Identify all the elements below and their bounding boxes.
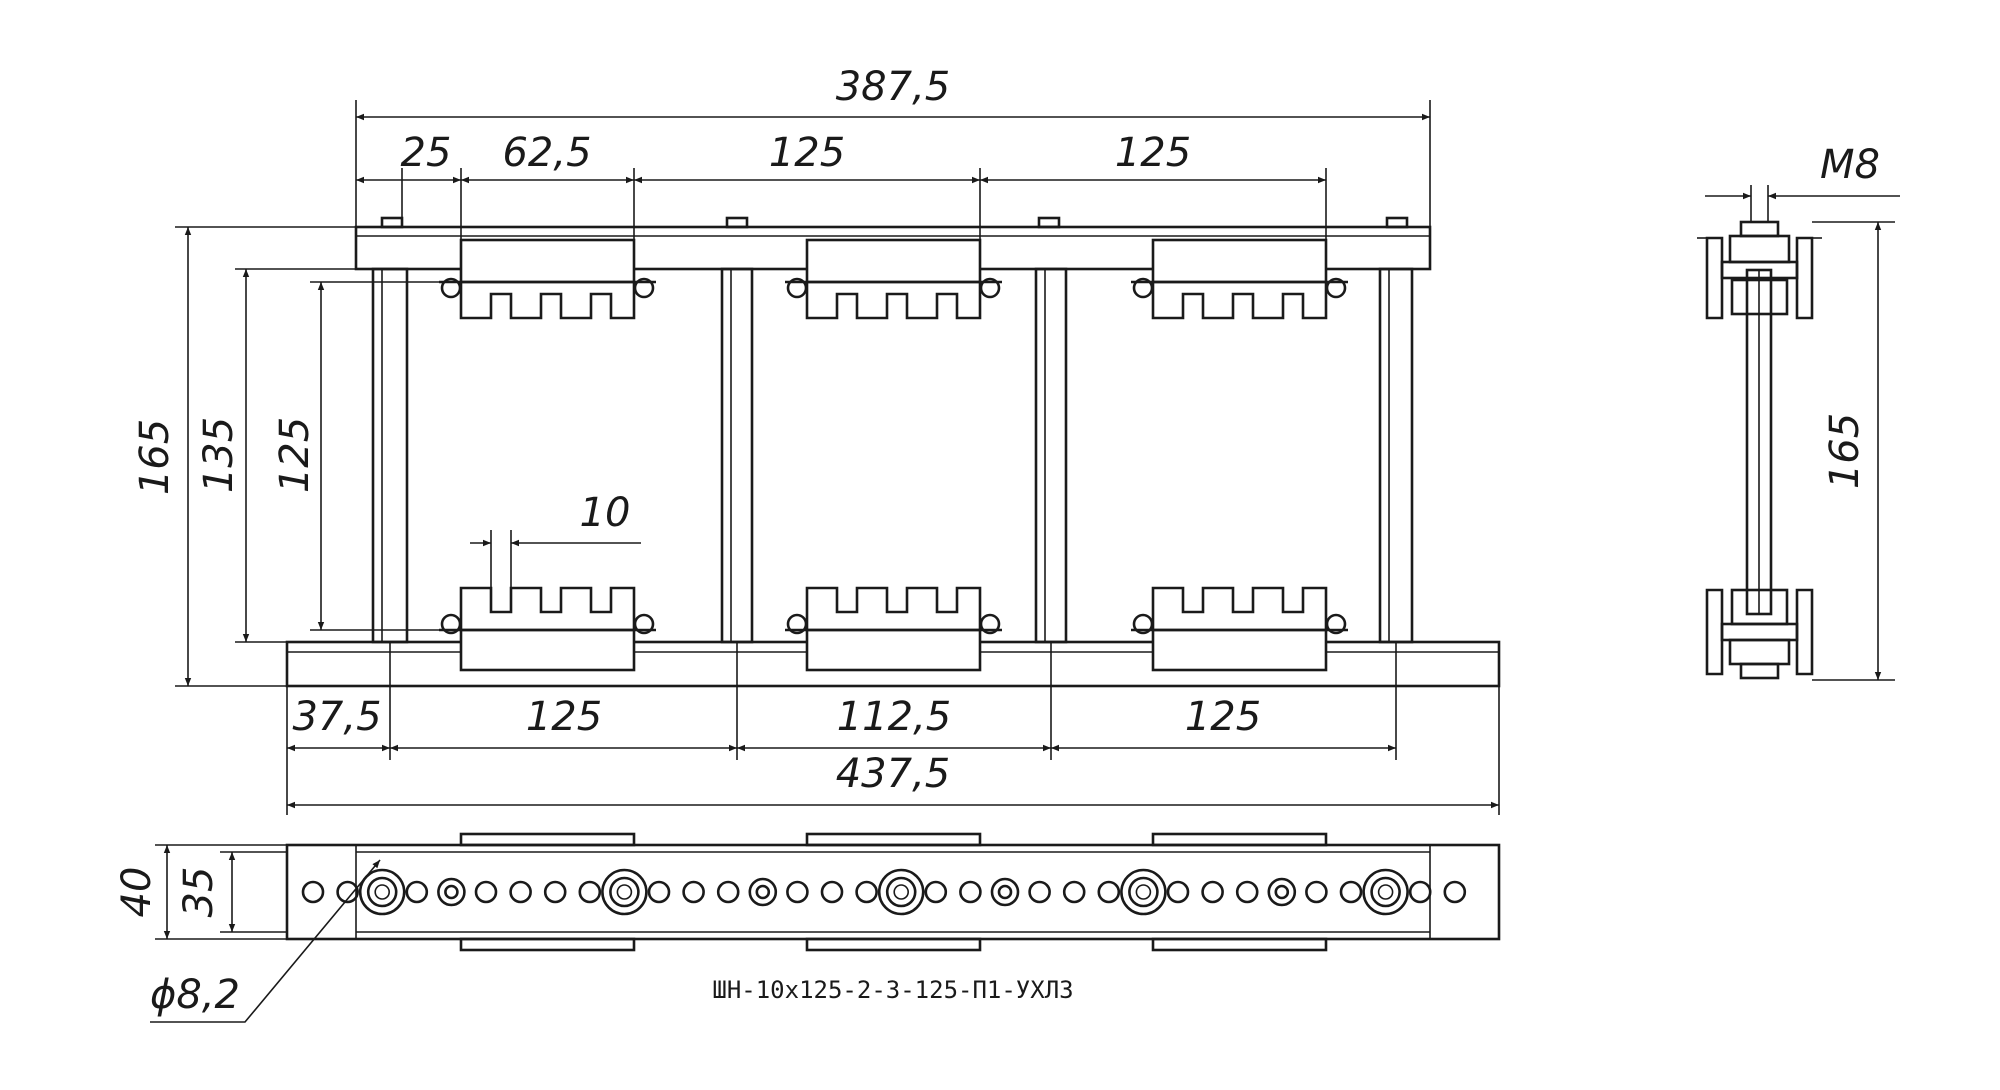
bolt-head xyxy=(1128,876,1159,908)
busbar-hole xyxy=(1267,877,1297,907)
rivet-core xyxy=(755,884,771,900)
bolt-head xyxy=(366,876,398,908)
bolt-core xyxy=(1377,884,1394,900)
side-view: 165 M8 xyxy=(1697,142,1900,681)
dim-37-5: 37,5 xyxy=(292,694,381,740)
busbar-hole xyxy=(1235,880,1259,904)
busbar-hole xyxy=(358,868,406,916)
dim-125-bot-a: 125 xyxy=(526,694,602,740)
dim-hole-diameter: ϕ8,2 xyxy=(150,972,240,1018)
busbar-hole xyxy=(1443,880,1467,904)
front-view: 387,5 25 62,5 125 125 165 135 xyxy=(132,64,1501,815)
busbar-hole xyxy=(543,880,567,904)
busbar-hole xyxy=(990,877,1020,907)
busbar-hole xyxy=(924,880,948,904)
dim-height-135: 135 xyxy=(196,417,242,493)
busbar-hole xyxy=(509,880,532,904)
busbar-hole xyxy=(716,880,740,904)
dim-125-top-a: 125 xyxy=(769,130,845,176)
busbar-hole xyxy=(1339,880,1363,904)
busbar-holes xyxy=(301,868,1467,916)
busbar-hole xyxy=(647,880,671,904)
top-dimensions: 387,5 25 62,5 125 125 xyxy=(355,64,1431,240)
rivet-core xyxy=(1274,884,1290,900)
dim-comb-10: 10 xyxy=(580,490,631,536)
busbar-hole xyxy=(301,880,325,904)
upper-insulators xyxy=(439,238,1348,320)
busbar-hole xyxy=(959,880,982,904)
busbar-hole xyxy=(1097,880,1121,904)
height-dimensions: 165 135 125 xyxy=(132,226,451,687)
busbar-hole xyxy=(1362,868,1409,916)
bolt-core xyxy=(374,884,391,900)
top-bolts xyxy=(380,216,1409,229)
busbar-hole xyxy=(820,880,844,904)
busbar-hole xyxy=(748,877,778,907)
bolt-core xyxy=(616,884,633,900)
dim-plan-40: 40 xyxy=(114,867,160,918)
dim-height-125: 125 xyxy=(272,417,318,493)
busbar-hole xyxy=(601,868,648,916)
plan-view: 40 35 ϕ8,2 xyxy=(114,832,1501,1023)
dim-112-5: 112,5 xyxy=(837,694,952,740)
busbar-hole xyxy=(336,880,359,904)
comb-pitch-dimension: 10 xyxy=(470,490,641,612)
dim-overall-top: 387,5 xyxy=(836,64,951,110)
designation-label: ШН-10х125-2-3-125-П1-УХЛ3 xyxy=(712,976,1073,1004)
dim-thread-m8: M8 xyxy=(1820,142,1880,188)
dim-plan-35: 35 xyxy=(176,867,222,918)
dim-25: 25 xyxy=(401,130,452,176)
bolt-core xyxy=(1135,884,1152,900)
busbar-hole xyxy=(437,877,466,907)
posts xyxy=(371,267,1414,644)
busbar-hole xyxy=(1028,880,1051,904)
busbar-hole xyxy=(1305,880,1328,904)
busbar-plan xyxy=(285,843,1501,941)
dim-height-165: 165 xyxy=(132,419,178,495)
busbar-hole xyxy=(1062,880,1086,904)
dim-125-top-b: 125 xyxy=(1115,130,1191,176)
busbar-hole xyxy=(786,880,809,904)
bolt-core xyxy=(893,884,910,900)
dim-125-bot-b: 125 xyxy=(1185,694,1261,740)
bolt-head xyxy=(609,876,640,908)
rivet-core xyxy=(444,884,459,900)
dim-side-height-165: 165 xyxy=(1822,413,1868,489)
busbar-hole xyxy=(578,880,602,904)
bolt-head xyxy=(1370,876,1401,908)
busbar-hole xyxy=(474,880,498,904)
busbar-hole xyxy=(877,868,925,916)
busbar-hole xyxy=(1408,880,1432,904)
busbar-hole xyxy=(855,880,878,904)
bottom-dimensions: 37,5 125 112,5 125 437,5 xyxy=(286,642,1500,815)
busbar-hole xyxy=(1120,868,1167,916)
bolt-head xyxy=(885,876,917,908)
dim-62-5: 62,5 xyxy=(502,130,591,176)
dim-overall-bottom: 437,5 xyxy=(836,751,951,797)
busbar-hole xyxy=(1201,880,1224,904)
lower-insulators xyxy=(439,586,1348,672)
busbar-hole xyxy=(405,880,429,904)
rivet-core xyxy=(997,884,1013,900)
busbar-hole xyxy=(682,880,705,904)
busbar-hole xyxy=(1166,880,1190,904)
